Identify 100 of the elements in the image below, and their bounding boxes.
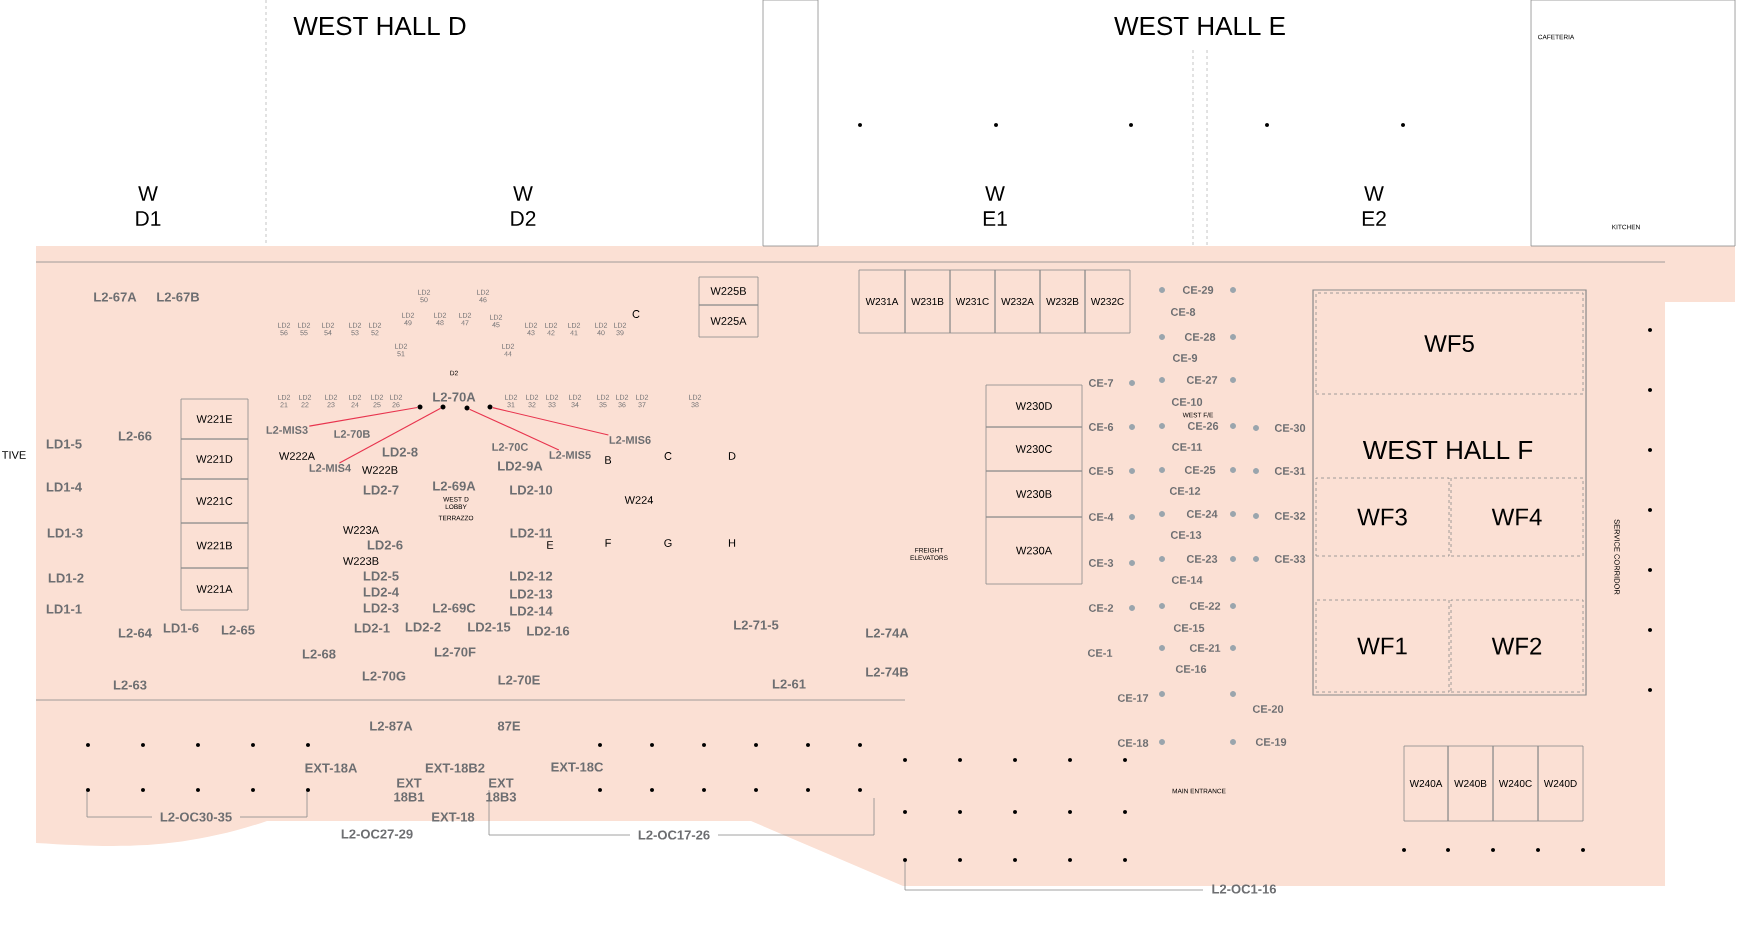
location-code: EXT-18: [432, 812, 475, 822]
location-code: LD1-2: [48, 573, 84, 583]
room-box: W221C: [180, 478, 249, 524]
room-label: F: [605, 539, 611, 547]
room-box: W232B: [1039, 269, 1086, 334]
location-code: CE-22: [1189, 602, 1221, 610]
room-label: G: [664, 539, 672, 547]
location-code: CE-33: [1274, 555, 1306, 563]
room-label: W223B: [343, 557, 379, 565]
location-code: L2-OC17-26: [638, 830, 710, 840]
location-code: LD1-1: [46, 604, 82, 614]
location-code: LD2-1: [354, 623, 390, 633]
location-code: LD2-3: [363, 603, 399, 613]
location-code: L2-OC1-16: [1212, 884, 1277, 894]
location-code: LD2-5: [363, 571, 399, 581]
hall-title: WEST HALL D: [293, 16, 466, 36]
location-code: EXT-18C: [551, 762, 603, 772]
location-code: CE-2: [1088, 604, 1114, 612]
location-code: LD2-15: [468, 622, 511, 632]
room-label: C: [632, 310, 640, 318]
room-label: B: [605, 456, 612, 464]
location-code: LD1-4: [46, 482, 82, 492]
location-code: L2-70C: [492, 443, 529, 451]
area-box: WF1: [1315, 599, 1450, 693]
location-code: CE-25: [1184, 466, 1216, 474]
connector-line: [468, 408, 560, 451]
column-label: W D2: [511, 186, 536, 226]
area-box: WF3: [1315, 477, 1450, 557]
room-box: W230D: [985, 384, 1083, 428]
room-box: W221B: [180, 522, 249, 569]
location-code: L2-63: [113, 680, 147, 690]
location-code: EXT 18B3: [486, 778, 517, 802]
location-code: CE-7: [1088, 379, 1114, 387]
room-label: D: [728, 452, 736, 460]
room-box: W231C: [949, 269, 996, 334]
room-box: W240D: [1537, 745, 1584, 822]
location-code: CE-17: [1117, 694, 1149, 702]
location-code: EXT 18B1: [394, 778, 425, 802]
room-label: W224: [624, 496, 654, 504]
location-code: CE-8: [1170, 308, 1196, 316]
location-code: L2-67B: [157, 292, 200, 302]
location-code: L2-64: [118, 628, 152, 638]
location-code: L2-MIS6: [609, 436, 651, 444]
location-code: CE-9: [1172, 354, 1198, 362]
location-code: CE-18: [1117, 739, 1149, 747]
connector-line: [308, 406, 418, 427]
location-code: CE-23: [1186, 555, 1218, 563]
location-code: L2-70B: [334, 430, 370, 438]
location-code: L2-67A: [94, 292, 137, 302]
location-code: LD1-6: [163, 623, 199, 633]
room-box: W232A: [994, 269, 1041, 334]
location-code: CE-30: [1274, 424, 1306, 432]
location-code: L2-65: [221, 625, 255, 635]
location-code: CE-27: [1186, 376, 1218, 384]
location-code: CE-13: [1170, 531, 1202, 539]
room-box: W225B: [698, 276, 759, 306]
location-code: CE-5: [1088, 467, 1114, 475]
location-code: L2-71-5: [734, 620, 779, 630]
location-code: EXT-18B2: [425, 763, 485, 773]
location-code: L2-70A: [433, 392, 476, 402]
room-box: W231B: [904, 269, 951, 334]
area-box: WF5: [1315, 292, 1584, 395]
location-code: LD2-12: [510, 571, 553, 581]
location-code: LD1-3: [47, 528, 83, 538]
location-code: CE-32: [1274, 512, 1306, 520]
location-code: L2-68: [302, 649, 336, 659]
location-code: LD2-11: [510, 528, 552, 538]
room-label: H: [728, 539, 736, 547]
location-code: CE-10: [1171, 398, 1203, 406]
location-code: L2-70G: [362, 671, 406, 681]
location-code: 87E: [497, 721, 521, 731]
location-code: LD2-10: [510, 485, 553, 495]
room-box: W221A: [180, 567, 249, 611]
location-code: L2-61: [772, 679, 806, 689]
location-code: CE-26: [1187, 422, 1219, 430]
location-code: L2-OC30-35: [160, 812, 232, 822]
room-label: TIVE: [2, 451, 26, 459]
room-label: W222B: [362, 466, 398, 474]
location-code: L2-66: [118, 431, 152, 441]
location-code: L2-MIS5: [549, 451, 591, 459]
location-code: L2-MIS4: [309, 464, 352, 472]
location-code: CE-1: [1087, 649, 1113, 657]
location-code: CE-21: [1189, 644, 1221, 652]
room-box: W240A: [1403, 745, 1449, 822]
room-box: W230A: [985, 516, 1083, 585]
location-code: LD2-13: [510, 589, 553, 599]
location-code: L2-74A: [866, 628, 909, 638]
room-label: W223A: [343, 526, 379, 534]
column-label: W E1: [983, 186, 1007, 226]
connector-line: [338, 407, 442, 464]
location-code: L2-74B: [866, 667, 909, 677]
location-code: CE-12: [1169, 487, 1201, 495]
location-code: LD2-9A: [498, 461, 543, 471]
location-code: L2-MIS3: [266, 426, 308, 434]
location-code: LD2-8: [382, 447, 418, 457]
location-code: L2-OC27-29: [341, 829, 413, 839]
hall-title: WEST HALL E: [1114, 16, 1285, 36]
location-code: CE-28: [1184, 333, 1216, 341]
connector-line: [492, 407, 609, 436]
location-code: EXT-18A: [305, 763, 358, 773]
